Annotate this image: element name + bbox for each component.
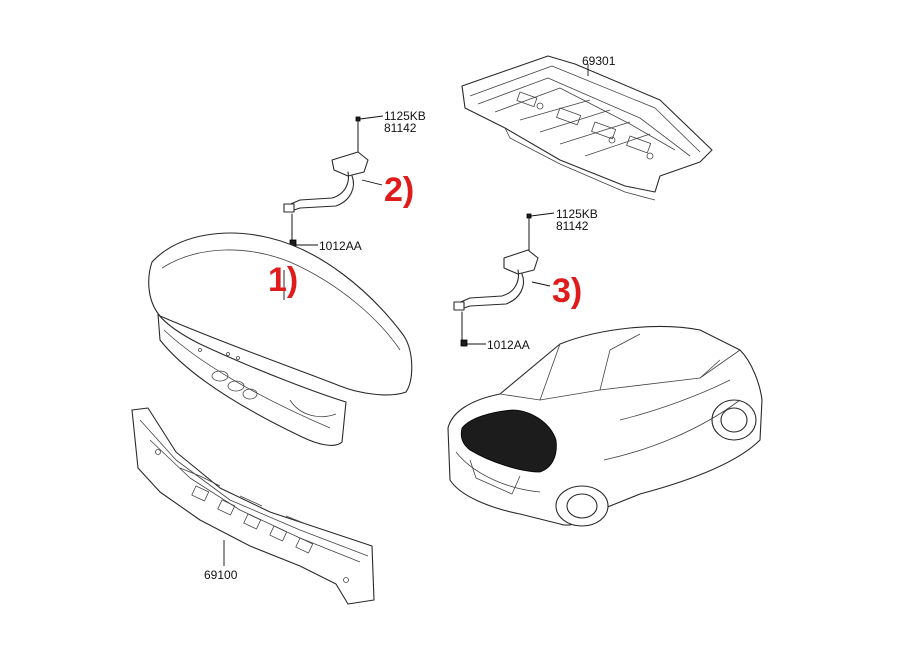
part-number-1012aa-right: 1012AA [487,338,530,352]
leader-line [530,212,555,217]
part-number-1125kb-left: 1125KB [384,109,426,123]
leader-line [359,115,384,120]
callout-3: 3) [552,272,582,310]
part-number-69301: 69301 [582,54,616,68]
trunk-hinge-left [283,116,369,247]
part-number-1125kb-right: 1125KB [556,207,598,221]
part-number-69100: 69100 [204,568,238,582]
leader-line [531,281,551,287]
rear-panel [131,407,375,605]
part-number-81142-right: 81142 [556,219,589,233]
leader-line [361,179,383,186]
trunk-lid [148,232,413,446]
callout-2: 2) [384,171,414,209]
callout-1: 1) [268,261,298,299]
part-number-81142-left: 81142 [384,121,417,135]
part-number-1012aa-left: 1012AA [319,239,362,253]
trunk-hinge-right [453,213,539,347]
vehicle-illustration [447,325,763,527]
rear-package-tray-panel [461,55,713,201]
